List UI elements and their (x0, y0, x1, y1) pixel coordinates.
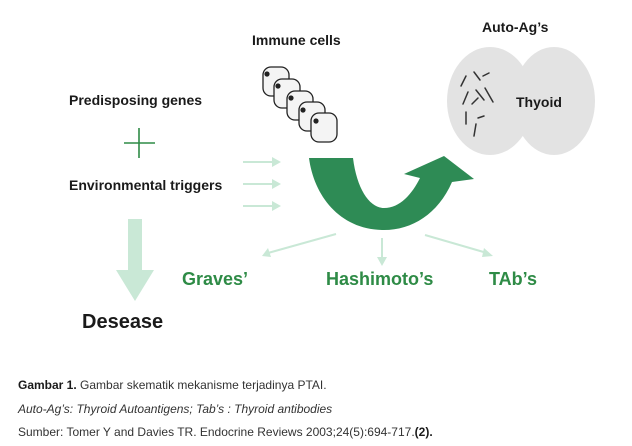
plus-icon (124, 128, 155, 158)
disease-label: Desease (82, 311, 164, 333)
figure-number: Gambar 1. (18, 378, 77, 392)
thyroid-label: Thyoid (516, 94, 562, 110)
predisposing-genes-label: Predisposing genes (69, 92, 203, 108)
trigger-arrows (243, 157, 281, 211)
immune-cells (262, 66, 338, 143)
disease-arrow-icon (116, 219, 154, 301)
tabs-label: TAb’s (489, 269, 537, 289)
immune-cells-label: Immune cells (252, 32, 341, 48)
abbreviations-text: Auto-Ag’s: Thyroid Autoantigens; Tab’s :… (18, 402, 333, 416)
source-note: Sumber: Tomer Y and Davies TR. Endocrine… (18, 425, 433, 439)
thyroid-gland (447, 47, 595, 155)
figure-description: Gambar skematik mekanisme terjadinya PTA… (76, 378, 327, 392)
abbreviations-note: Auto-Ag’s: Thyroid Autoantigens; Tab’s :… (18, 402, 332, 416)
figure-caption: Gambar 1. Gambar skematik mekanisme terj… (18, 378, 327, 392)
auto-ag-label: Auto-Ag’s (482, 19, 549, 35)
outcome-arrows (262, 233, 493, 266)
curved-arrow-icon (309, 156, 474, 230)
graves-label: Graves’ (182, 269, 249, 289)
auto-antigen-marks (460, 71, 494, 137)
hashimoto-label: Hashimoto’s (326, 269, 434, 289)
source-reference: (2). (414, 425, 433, 439)
environmental-triggers-label: Environmental triggers (69, 177, 223, 193)
source-text: Sumber: Tomer Y and Davies TR. Endocrine… (18, 425, 415, 439)
